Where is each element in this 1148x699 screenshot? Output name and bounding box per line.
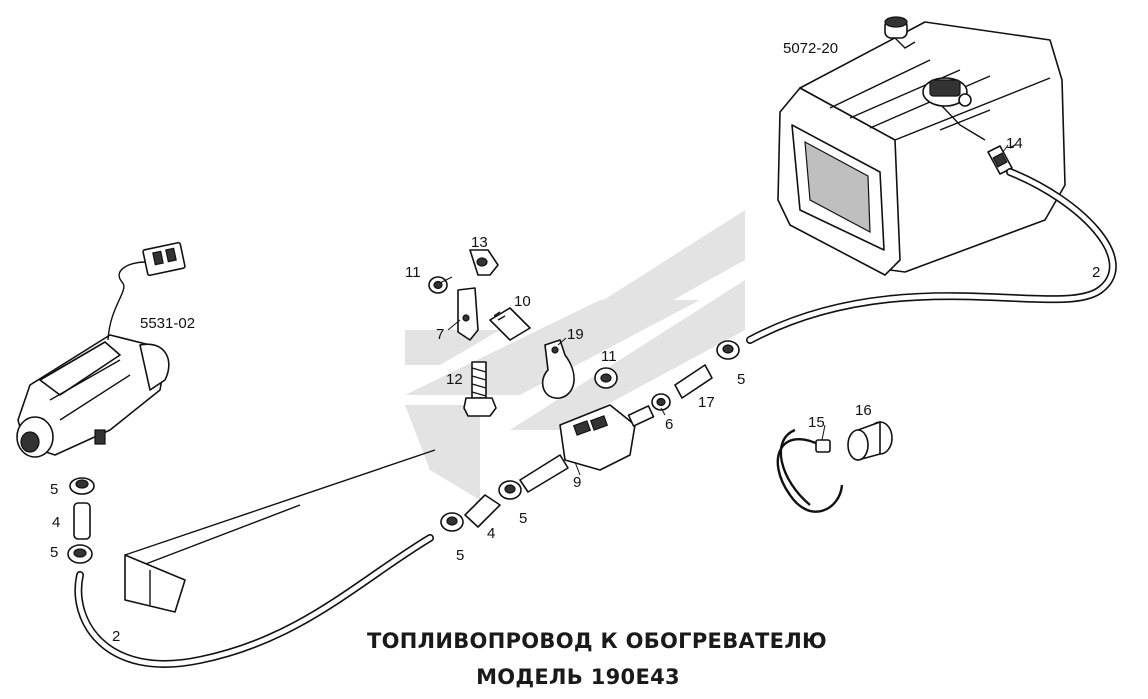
label-5-lower: 5: [456, 547, 464, 564]
label-11-top: 11: [405, 264, 421, 281]
label-14: 14: [1006, 135, 1023, 152]
cable-tie-15: [776, 428, 844, 513]
leader-lines: [439, 144, 1009, 476]
label-9: 9: [573, 474, 581, 491]
label-7: 7: [436, 326, 444, 343]
heater-unit: [16, 241, 186, 458]
label-12: 12: [446, 371, 463, 388]
frame-rail: [124, 449, 436, 613]
bracket-assembly: [428, 249, 531, 417]
label-17: 17: [698, 394, 715, 411]
hose-17: [651, 340, 740, 411]
label-10: 10: [514, 293, 531, 310]
label-19: 19: [567, 326, 584, 343]
label-15: 15: [808, 414, 825, 431]
label-5-right: 5: [737, 371, 745, 388]
hose-2-right: [746, 168, 1117, 344]
center-fittings: [440, 480, 522, 532]
label-4-center: 4: [487, 525, 495, 542]
label-16: 16: [855, 402, 872, 419]
fuel-tank: [777, 16, 1066, 276]
label-heater: 5531-02: [140, 315, 195, 332]
label-6: 6: [665, 416, 673, 433]
label-2-left: 2: [112, 628, 120, 645]
label-5-center: 5: [519, 510, 527, 527]
label-13: 13: [471, 234, 488, 251]
label-2-right: 2: [1092, 264, 1100, 281]
label-5-left-bottom: 5: [50, 544, 58, 561]
diagram-title-line1: ТОПЛИВОПРОВОД К ОБОГРЕВАТЕЛЮ: [367, 629, 827, 653]
diagram-title-line2: МОДЕЛЬ 190Е43: [476, 665, 680, 689]
fuel-pump-9: [519, 404, 655, 493]
fitting-14: [987, 144, 1016, 175]
clamp-19: [541, 339, 618, 399]
left-fittings: [67, 477, 434, 668]
label-tank: 5072-20: [783, 40, 838, 57]
label-5-left-top: 5: [50, 481, 58, 498]
bushing-16: [847, 421, 893, 461]
label-4-left: 4: [52, 514, 60, 531]
label-11-mid: 11: [601, 348, 617, 365]
